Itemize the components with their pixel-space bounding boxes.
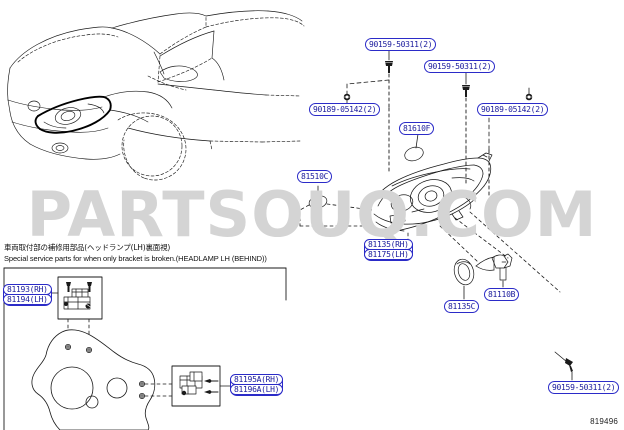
note-english: Special service parts for when only brac… <box>4 254 267 263</box>
bolt-icon-top-left <box>385 61 393 73</box>
callout-screw-left[interactable]: 90189-05142(2) <box>309 103 381 116</box>
bolt-icon-bottom-right <box>565 358 573 372</box>
callout-bracket-lower-rh: 81195A(RH) <box>230 374 284 385</box>
screw-icon-left <box>342 93 352 101</box>
callout-bulb-81510c[interactable]: 81510C <box>297 170 333 183</box>
callout-bolt-bottom-right[interactable]: 90159-50311(2) <box>548 381 620 394</box>
headlamp-rear-bracket <box>31 329 156 430</box>
car-illustration <box>7 10 305 181</box>
gasket-81135c <box>453 258 475 286</box>
callout-bracket-upper-rh: 81193(RH) <box>3 284 52 295</box>
callout-socket-81110b[interactable]: 81110B <box>484 288 520 301</box>
figure-number: 819496 <box>590 417 618 426</box>
bolt-icon-top-right <box>462 85 470 97</box>
cover-81610f <box>404 146 424 162</box>
headlamp-assembly <box>360 152 493 237</box>
callout-screw-right[interactable]: 90189-05142(2) <box>477 103 549 116</box>
cap-81510c <box>308 195 328 209</box>
callout-cover-81610f[interactable]: 81610F <box>399 122 435 135</box>
note-japanese: 車両取付部の補修用部品(ヘッドランプ(LH)裏面視) <box>4 243 171 252</box>
callout-gasket-81135c[interactable]: 81135C <box>444 300 480 313</box>
callout-lamp-assembly[interactable]: 81135(RH) 81175(LH) <box>364 239 413 261</box>
callout-bracket-upper[interactable]: 81193(RH) 81194(LH) <box>3 284 52 306</box>
bracket-part-upper <box>63 282 93 310</box>
callout-bracket-upper-lh: 81194(LH) <box>3 294 52 305</box>
screw-icon-right <box>524 93 534 101</box>
callout-lamp-rh: 81135(RH) <box>364 239 413 250</box>
callout-bolt-top-right[interactable]: 90159-50311(2) <box>424 60 496 73</box>
callout-bracket-lower-lh: 81196A(LH) <box>230 384 284 395</box>
callout-bolt-top-left[interactable]: 90159-50311(2) <box>365 38 437 51</box>
bulb-socket-81110b <box>475 253 513 281</box>
callout-lamp-lh: 81175(LH) <box>364 249 413 260</box>
bracket-part-lower <box>179 371 219 396</box>
callout-bracket-lower[interactable]: 81195A(RH) 81196A(LH) <box>230 374 284 396</box>
